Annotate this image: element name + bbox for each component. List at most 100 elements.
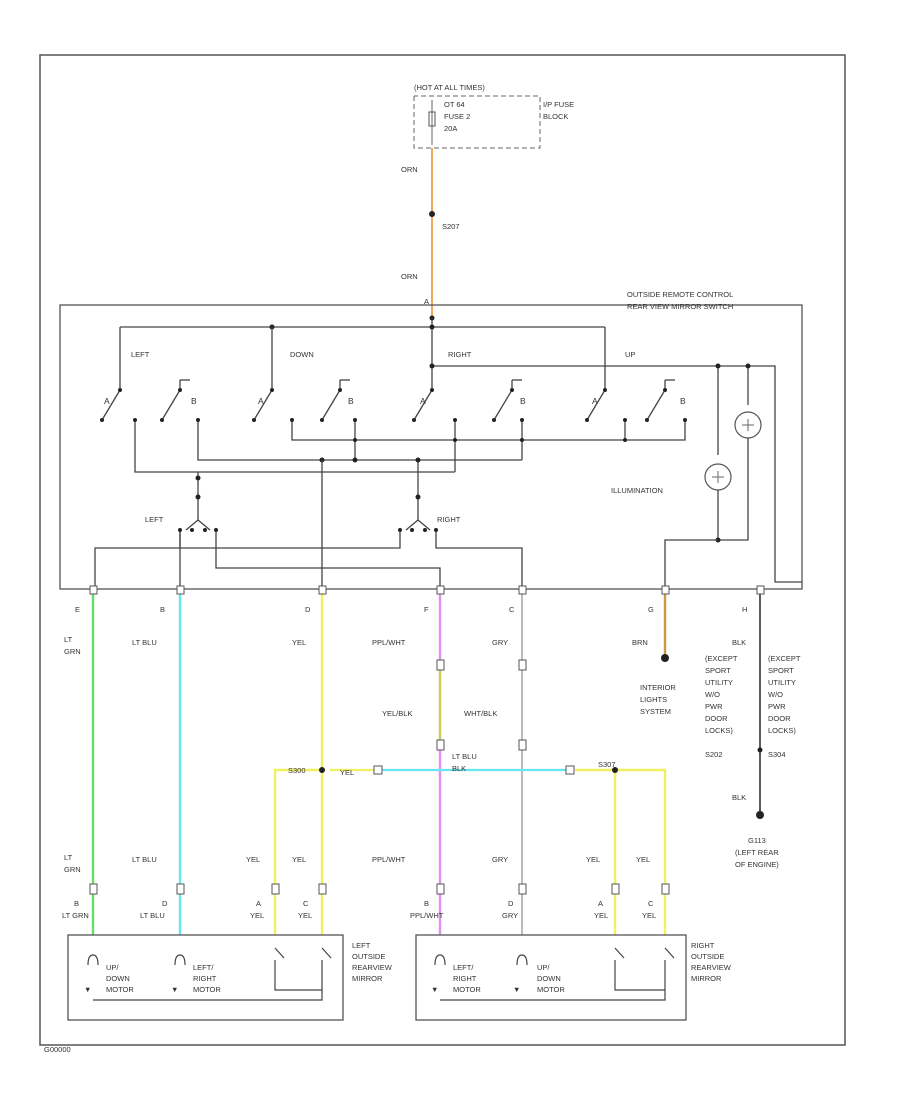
left-mirror-label: LEFT	[352, 941, 371, 950]
svg-text:A: A	[592, 396, 598, 406]
svg-text:OUTSIDE: OUTSIDE	[352, 952, 385, 961]
svg-text:A: A	[104, 396, 110, 406]
pin-b-label: B	[160, 605, 165, 614]
fuse-id-2: FUSE 2	[444, 112, 470, 121]
svg-text:MIRROR: MIRROR	[352, 974, 383, 983]
svg-text:B: B	[74, 899, 79, 908]
wire-yel-cross-label: YEL	[340, 768, 354, 777]
svg-text:RIGHT: RIGHT	[453, 974, 477, 983]
svg-text:LOCKS): LOCKS)	[768, 726, 796, 735]
dir-down-label: DOWN	[290, 350, 314, 359]
svg-text:B: B	[191, 396, 197, 406]
svg-text:YEL: YEL	[594, 911, 608, 920]
wire-f-label: PPL/WHT	[372, 638, 406, 647]
svg-text:(LEFT REAR: (LEFT REAR	[735, 848, 779, 857]
fuse-block: (HOT AT ALL TIMES) OT 64 FUSE 2 20A I/P …	[413, 83, 574, 149]
splice-s207-label: S207	[442, 222, 460, 231]
right-mirror: B PPL/WHT D GRY A YEL C YEL RIGHT OUTSID…	[410, 899, 732, 1021]
svg-text:OF ENGINE): OF ENGINE)	[735, 860, 779, 869]
svg-text:DOOR: DOOR	[768, 714, 791, 723]
splice-s202-note: (EXCEPT SPORT UTILITY W/O PWR DOOR LOCKS…	[705, 654, 738, 759]
pin-c-label: C	[509, 605, 515, 614]
diagram-frame	[39, 54, 846, 1046]
pin-a-label: A	[424, 297, 429, 306]
svg-text:(EXCEPT: (EXCEPT	[768, 654, 801, 663]
svg-text:REARVIEW: REARVIEW	[352, 963, 393, 972]
svg-text:W/O: W/O	[705, 690, 720, 699]
svg-text:LT GRN: LT GRN	[62, 911, 89, 920]
svg-text:LIGHTS: LIGHTS	[640, 695, 667, 704]
fuse-icon	[428, 111, 436, 127]
svg-text:YEL: YEL	[642, 911, 656, 920]
pin-h-label: H	[742, 605, 747, 614]
pin-f-label: F	[424, 605, 429, 614]
svg-text:GRY: GRY	[502, 911, 518, 920]
svg-text:C: C	[303, 899, 309, 908]
wire-h-label: BLK	[732, 638, 746, 647]
svg-text:UP/: UP/	[537, 963, 550, 972]
footer-id: G00000	[44, 1045, 71, 1054]
svg-text:B: B	[348, 396, 354, 406]
svg-text:B: B	[680, 396, 686, 406]
splice-s304-note: (EXCEPT SPORT UTILITY W/O PWR DOOR LOCKS…	[768, 654, 801, 759]
left-motor-2-icon: ▼	[171, 985, 178, 994]
bottom-yel-label-3: YEL	[586, 855, 600, 864]
svg-text:A: A	[420, 396, 426, 406]
bottom-yel-label-4: YEL	[636, 855, 650, 864]
wire-f-lower-label: YEL/BLK	[382, 709, 412, 718]
svg-text:LEFT/: LEFT/	[453, 963, 474, 972]
splice-s207	[429, 211, 435, 217]
svg-text:MOTOR: MOTOR	[193, 985, 221, 994]
right-motor-2-icon: ▼	[513, 985, 520, 994]
ground-g113-icon	[756, 811, 764, 819]
wire-c-lower-label: WHT/BLK	[464, 709, 497, 718]
svg-text:UTILITY: UTILITY	[768, 678, 796, 687]
svg-text:DOWN: DOWN	[106, 974, 130, 983]
wire-yel-branch	[273, 768, 322, 935]
wire-orn-label-1: ORN	[401, 165, 418, 174]
hot-label: (HOT AT ALL TIMES)	[414, 83, 485, 92]
svg-text:MOTOR: MOTOR	[106, 985, 134, 994]
switch-title-1: OUTSIDE REMOTE CONTROL	[627, 290, 733, 299]
svg-text:MOTOR: MOTOR	[537, 985, 565, 994]
svg-text:B: B	[424, 899, 429, 908]
fuse-id-1: OT 64	[444, 100, 465, 109]
svg-text:S202: S202	[705, 750, 723, 759]
wire-lt-blu-cross-label: LT BLU	[452, 752, 477, 761]
svg-text:S304: S304	[768, 750, 786, 759]
pin-e-label: E	[75, 605, 80, 614]
svg-text:INTERIOR: INTERIOR	[640, 683, 676, 692]
svg-text:A: A	[256, 899, 261, 908]
svg-text:PWR: PWR	[705, 702, 723, 711]
bottom-e-label-2: GRN	[64, 865, 81, 874]
splice-s307	[612, 767, 618, 773]
bottom-gry-label: GRY	[492, 855, 508, 864]
wire-orn-label-2: ORN	[401, 272, 418, 281]
svg-text:SYSTEM: SYSTEM	[640, 707, 671, 716]
sel-left-label: LEFT	[145, 515, 164, 524]
svg-text:YEL: YEL	[250, 911, 264, 920]
splice-s300	[319, 767, 325, 773]
fuse-block-label-1: I/P FUSE	[543, 100, 574, 109]
svg-text:D: D	[508, 899, 514, 908]
dir-right-label: RIGHT	[448, 350, 472, 359]
dir-left-label: LEFT	[131, 350, 150, 359]
svg-text:W/O: W/O	[768, 690, 783, 699]
fuse-block-label-2: BLOCK	[543, 112, 568, 121]
wire-b-label: LT BLU	[132, 638, 157, 647]
svg-text:B: B	[520, 396, 526, 406]
splice-s300-label: S300	[288, 766, 306, 775]
svg-text:YEL: YEL	[298, 911, 312, 920]
bottom-yel-label-1: YEL	[246, 855, 260, 864]
illumination-label: ILLUMINATION	[611, 486, 663, 495]
svg-text:LOCKS): LOCKS)	[705, 726, 733, 735]
wire-d-label: YEL	[292, 638, 306, 647]
wire-g-label: BRN	[632, 638, 648, 647]
switch-title-2: REAR VIEW MIRROR SWITCH	[627, 302, 733, 311]
svg-text:UP/: UP/	[106, 963, 119, 972]
svg-text:A: A	[258, 396, 264, 406]
svg-text:MIRROR: MIRROR	[691, 974, 722, 983]
svg-text:C: C	[648, 899, 654, 908]
svg-text:LT BLU: LT BLU	[140, 911, 165, 920]
